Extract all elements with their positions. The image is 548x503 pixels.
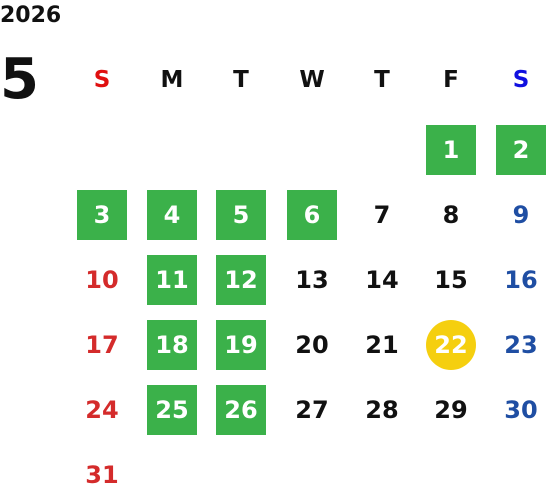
weekday-label: S bbox=[512, 67, 530, 93]
weekday-label: S bbox=[93, 67, 111, 93]
weekday-label: M bbox=[160, 67, 184, 93]
day-cell-highlighted[interactable]: 6 bbox=[287, 190, 337, 240]
day-cell[interactable]: 23 bbox=[504, 331, 538, 359]
day-cell[interactable]: 13 bbox=[295, 266, 329, 294]
month-number: 5 bbox=[0, 47, 39, 112]
day-cell-highlighted[interactable]: 4 bbox=[147, 190, 197, 240]
day-cell[interactable]: 9 bbox=[512, 201, 530, 229]
day-cell[interactable]: 17 bbox=[85, 331, 119, 359]
day-cell-highlighted[interactable]: 26 bbox=[216, 385, 266, 435]
day-cell-highlighted[interactable]: 11 bbox=[147, 255, 197, 305]
day-cell-highlighted[interactable]: 5 bbox=[216, 190, 266, 240]
day-cell[interactable]: 24 bbox=[85, 396, 119, 424]
day-cell-highlighted[interactable]: 19 bbox=[216, 320, 266, 370]
day-cell-highlighted[interactable]: 2 bbox=[496, 125, 546, 175]
day-cell-highlighted[interactable]: 25 bbox=[147, 385, 197, 435]
day-cell[interactable]: 27 bbox=[295, 396, 329, 424]
weekday-label: T bbox=[374, 67, 390, 93]
day-cell[interactable]: 14 bbox=[365, 266, 399, 294]
year-label: 2026 bbox=[0, 3, 62, 28]
day-cell-today[interactable]: 22 bbox=[426, 320, 476, 370]
weekday-label: T bbox=[233, 67, 249, 93]
day-cell[interactable]: 20 bbox=[295, 331, 329, 359]
day-cell-highlighted[interactable]: 1 bbox=[426, 125, 476, 175]
day-cell[interactable]: 16 bbox=[504, 266, 538, 294]
day-cell[interactable]: 8 bbox=[442, 201, 460, 229]
day-cell[interactable]: 7 bbox=[373, 201, 391, 229]
day-cell[interactable]: 28 bbox=[365, 396, 399, 424]
day-cell[interactable]: 15 bbox=[434, 266, 468, 294]
day-cell-highlighted[interactable]: 3 bbox=[77, 190, 127, 240]
day-cell-highlighted[interactable]: 12 bbox=[216, 255, 266, 305]
day-cell[interactable]: 29 bbox=[434, 396, 468, 424]
day-cell[interactable]: 21 bbox=[365, 331, 399, 359]
day-cell[interactable]: 31 bbox=[85, 461, 119, 489]
weekday-label: F bbox=[443, 67, 459, 93]
day-cell-highlighted[interactable]: 18 bbox=[147, 320, 197, 370]
day-cell[interactable]: 10 bbox=[85, 266, 119, 294]
weekday-label: W bbox=[299, 67, 325, 93]
day-cell[interactable]: 30 bbox=[504, 396, 538, 424]
